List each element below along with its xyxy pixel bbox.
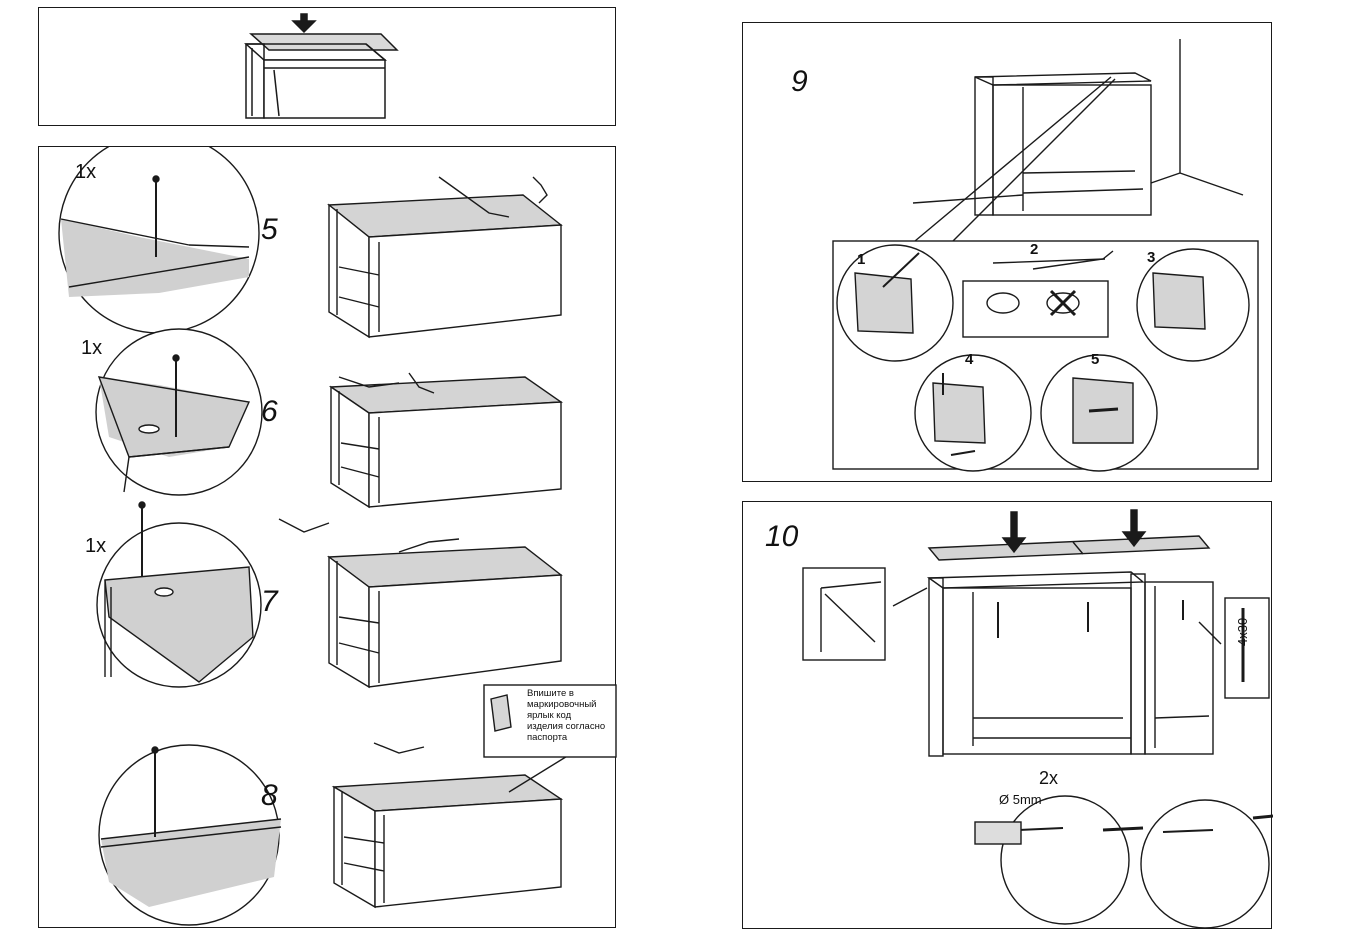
step-9-illustration bbox=[832, 39, 1259, 472]
drill-size-label: Ø 5mm bbox=[999, 792, 1042, 807]
label-note-line-3: ярлык код bbox=[527, 710, 572, 721]
step-8-number: 8 bbox=[261, 779, 278, 812]
label-note: Впишите в маркировочный ярлык код издели… bbox=[527, 688, 613, 743]
label-note-line-4: изделия согласно bbox=[527, 721, 606, 732]
label-note-line-2: маркировочный bbox=[527, 699, 597, 710]
panel-top-left bbox=[38, 7, 616, 126]
panel-step-9: 9 1 2 3 4 5 bbox=[742, 22, 1272, 482]
step-7-number: 7 bbox=[261, 585, 278, 618]
panel-steps-5-8: 1x 5 1x 6 1x 7 8 Впишите в маркировочный… bbox=[38, 146, 617, 928]
substep-2-label: 2 bbox=[1030, 241, 1039, 258]
panel-step-10: 10 4x30 2x Ø 5mm bbox=[742, 501, 1273, 929]
step-7-quantity: 1x bbox=[85, 535, 107, 557]
steps-5-8-illustrations bbox=[58, 147, 617, 926]
step-9-number: 9 bbox=[791, 65, 808, 98]
step-5-number: 5 bbox=[261, 213, 278, 246]
substep-3-label: 3 bbox=[1147, 249, 1156, 266]
step-10-illustration bbox=[802, 509, 1273, 929]
substep-4-label: 4 bbox=[965, 351, 974, 368]
step-6-quantity: 1x bbox=[81, 337, 103, 359]
screw-size-label: 4x30 bbox=[1235, 617, 1250, 646]
substep-1-label: 1 bbox=[857, 251, 866, 268]
step-10-quantity: 2x bbox=[1039, 768, 1059, 788]
step-10-number: 10 bbox=[765, 520, 799, 553]
substep-5-label: 5 bbox=[1091, 351, 1100, 368]
cabinet-top-illustration bbox=[244, 13, 399, 119]
label-note-line-5: паспорта bbox=[527, 732, 568, 743]
label-note-line-1: Впишите в bbox=[527, 688, 574, 699]
step-5-quantity: 1x bbox=[75, 161, 97, 183]
step-6-number: 6 bbox=[261, 395, 278, 428]
